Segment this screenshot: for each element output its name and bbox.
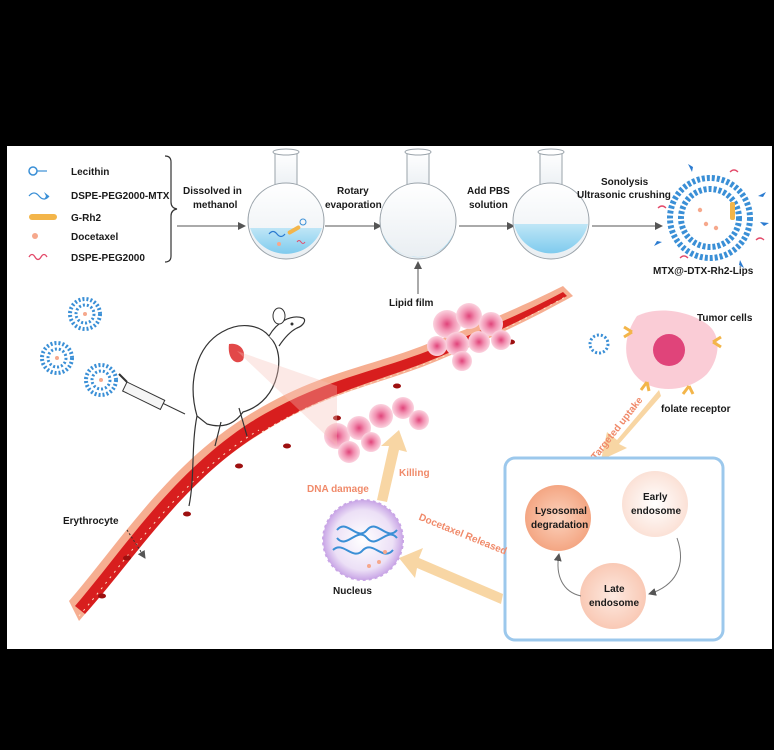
- killing-label: Killing: [399, 468, 430, 479]
- endosome-box: Lysosomal degradation Early endosome Lat…: [503, 456, 725, 642]
- legend-label-dspe-peg-mtx: DSPE-PEG2000-MTX: [71, 191, 170, 202]
- killing-arrow: [377, 430, 407, 502]
- folate-receptor-label: folate receptor: [661, 404, 731, 415]
- flask-pbs: [512, 148, 590, 260]
- erythrocyte-label: Erythrocyte: [63, 516, 119, 527]
- tumor-highlight-ray: [237, 351, 337, 446]
- tumor-cell: [588, 310, 722, 395]
- step3-label-line1: Add PBS: [467, 186, 510, 197]
- preparation-steps: Dissolved in methanol Rotary evaporation…: [177, 148, 769, 309]
- legend-label-docetaxel: Docetaxel: [71, 232, 118, 243]
- lysosomal-label-line1: Lysosomal: [535, 506, 587, 517]
- early-endosome-label-line2: endosome: [631, 506, 681, 517]
- schematic-diagram: Lecithin DSPE-PEG2000-MTX G-Rh2 Docetaxe…: [28, 148, 769, 642]
- step4-label-line2: Ultrasonic crushing: [577, 190, 671, 201]
- late-endosome-label-line1: Late: [604, 584, 625, 595]
- early-endosome-label-line1: Early: [643, 492, 668, 503]
- nucleus: [322, 499, 404, 581]
- injected-liposomes: [40, 297, 118, 397]
- blood-vessel: [69, 286, 573, 621]
- lysosomal-label-line2: degradation: [531, 520, 588, 531]
- legend: Lecithin DSPE-PEG2000-MTX G-Rh2 Docetaxe…: [28, 155, 178, 264]
- legend-bracket: [164, 155, 178, 263]
- flask-lipid-film: [379, 148, 457, 260]
- step3-label-line2: solution: [469, 200, 508, 211]
- liposome-product: [654, 164, 769, 268]
- step1-label-line1: Dissolved in: [183, 186, 242, 197]
- figure-panel: Lecithin DSPE-PEG2000-MTX G-Rh2 Docetaxe…: [7, 146, 772, 649]
- flask-dissolved: [247, 148, 325, 260]
- early-endosome-circle: [622, 471, 688, 537]
- tumor-cluster-lower: [324, 397, 429, 463]
- lysosome-circle: [525, 485, 591, 551]
- legend-label-dspe-peg: DSPE-PEG2000: [71, 253, 145, 264]
- step4-label-line1: Sonolysis: [601, 177, 649, 188]
- targeted-uptake-arrow: [601, 390, 661, 460]
- docetaxel-released-label: Docetaxel Released: [417, 512, 508, 557]
- g-rh2-icon: [29, 214, 57, 220]
- tumor-cells-label: Tumor cells: [697, 313, 753, 324]
- lipid-film-label: Lipid film: [389, 298, 434, 309]
- mouse-illustration: [188, 307, 306, 507]
- legend-label-lecithin: Lecithin: [71, 167, 109, 178]
- step2-label-line1: Rotary: [337, 186, 369, 197]
- tumor-cluster-upper: [427, 303, 511, 371]
- legend-label-g-rh2: G-Rh2: [71, 213, 101, 224]
- product-label: MTX@-DTX-Rh2-Lips: [653, 266, 754, 277]
- dspe-peg-icon: [28, 253, 48, 261]
- syringe-icon: [118, 373, 186, 415]
- dna-damage-label: DNA damage: [307, 484, 369, 495]
- nucleus-label: Nucleus: [333, 586, 372, 597]
- step1-label-line2: methanol: [193, 200, 238, 211]
- late-endosome-circle: [580, 563, 646, 629]
- docetaxel-released-arrow: [399, 548, 503, 604]
- late-endosome-label-line2: endosome: [589, 598, 639, 609]
- dspe-peg-mtx-icon: [28, 192, 50, 200]
- erythrocyte-pointer: [126, 529, 146, 559]
- lecithin-icon: [28, 166, 47, 176]
- docetaxel-icon: [32, 233, 38, 239]
- step2-label-line2: evaporation: [325, 200, 382, 211]
